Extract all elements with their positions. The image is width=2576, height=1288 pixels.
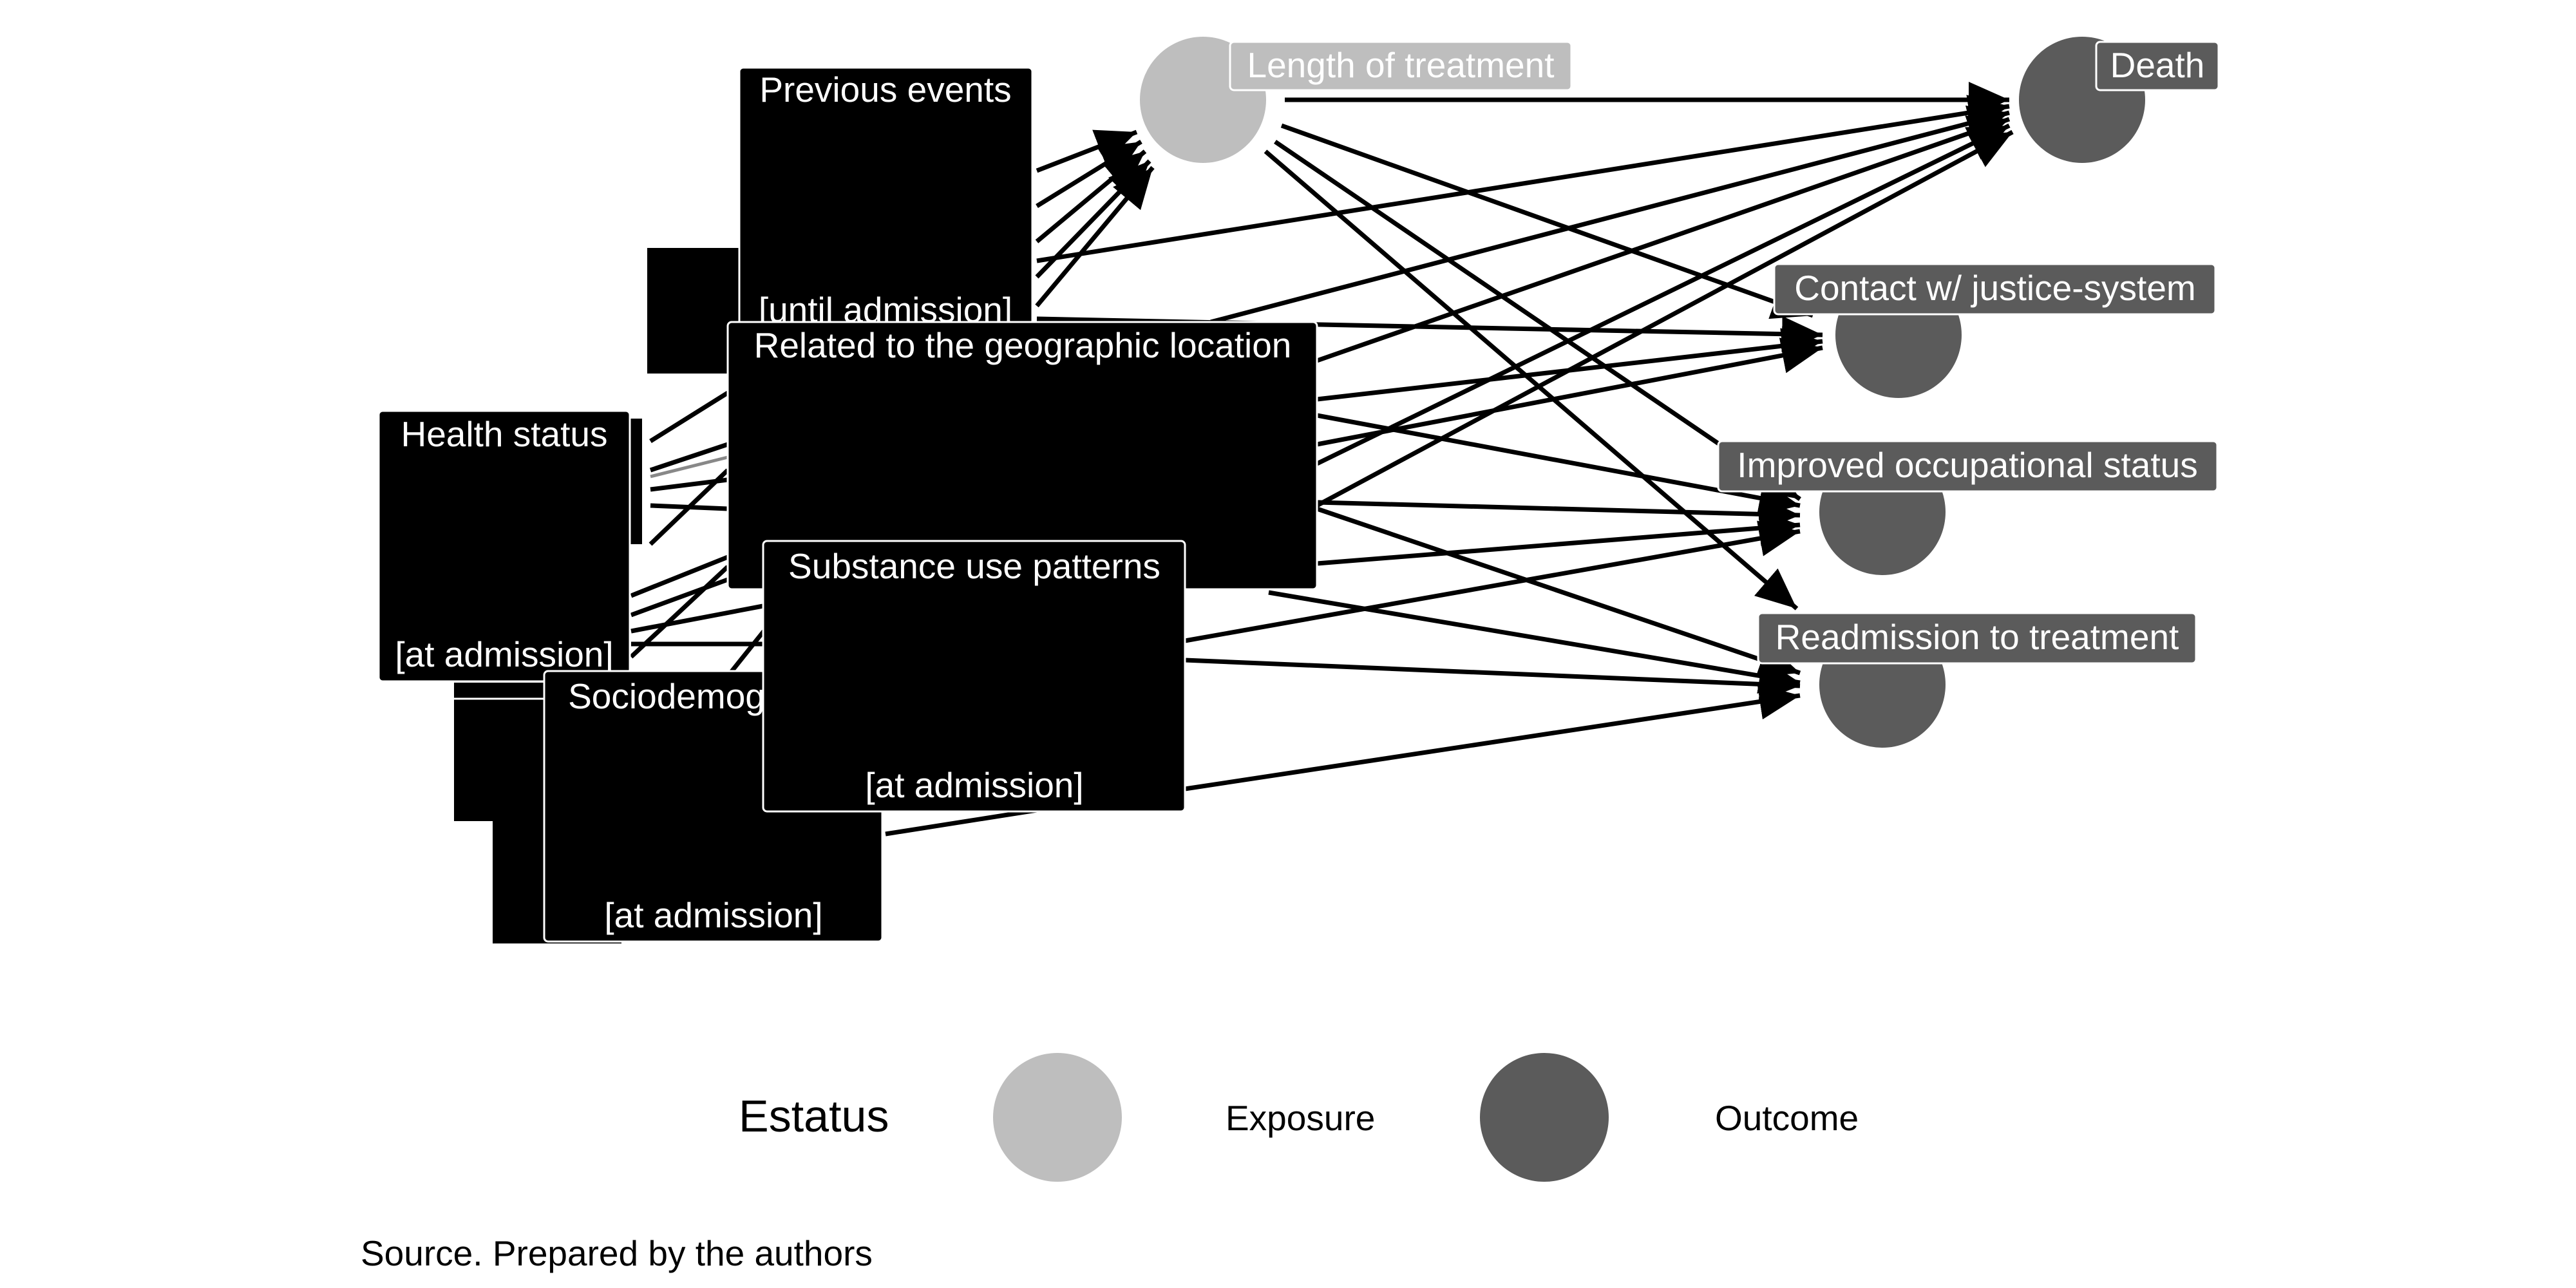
legend-label-exposure: Exposure xyxy=(1226,1098,1375,1138)
edge xyxy=(1184,683,1801,791)
node-health-status: Health status [at admission] xyxy=(377,410,631,683)
edge-grey xyxy=(650,455,728,478)
node-subtitle: [at admission] xyxy=(865,765,1083,805)
edge xyxy=(1036,95,2010,263)
node-title: Health status xyxy=(401,414,607,454)
node-title: Related to the geographic location xyxy=(754,325,1292,365)
edge xyxy=(1036,129,1138,173)
edge xyxy=(1316,337,1823,447)
edge xyxy=(630,603,767,634)
node-title: Substance use patterns xyxy=(788,546,1160,586)
node-death: Death xyxy=(2019,37,2220,163)
edge xyxy=(885,808,1037,837)
legend: Estatus Exposure Outcome xyxy=(739,1053,1859,1182)
node-previous-events: Previous events [until admission] xyxy=(738,66,1034,333)
node-label: Length of treatment xyxy=(1247,45,1555,85)
node-subtitle: [at admission] xyxy=(604,895,822,935)
edge xyxy=(649,468,730,546)
node-title: Previous events xyxy=(759,70,1011,109)
edge xyxy=(630,577,729,618)
edge xyxy=(1316,129,2014,508)
edge xyxy=(629,565,730,659)
edge xyxy=(1316,510,1801,566)
edge xyxy=(1268,590,1801,694)
legend-label-outcome: Outcome xyxy=(1715,1098,1859,1138)
hidden-node-block xyxy=(628,419,642,544)
edge xyxy=(1274,140,1801,501)
node-subtitle: [at admission] xyxy=(395,634,613,674)
edge xyxy=(1184,520,1801,643)
node-occupational-status: Improved occupational status xyxy=(1717,440,2219,575)
source-caption: Source. Prepared by the authors xyxy=(361,1233,873,1273)
legend-swatch-exposure xyxy=(993,1053,1122,1182)
edge xyxy=(1316,496,1801,533)
node-label: Improved occupational status xyxy=(1737,445,2197,485)
node-label: Contact w/ justice-system xyxy=(1794,268,2196,308)
node-readmission: Readmission to treatment xyxy=(1757,612,2197,748)
node-length-of-treatment: Length of treatment xyxy=(1140,37,1573,163)
edge xyxy=(1316,506,1801,677)
edge xyxy=(1316,115,2011,363)
node-label: Readmission to treatment xyxy=(1776,617,2179,657)
edge xyxy=(1280,123,1814,319)
legend-title: Estatus xyxy=(739,1091,889,1141)
edge xyxy=(1184,658,1801,703)
node-substance-use: Substance use patterns [at admission] xyxy=(762,540,1186,813)
edge xyxy=(630,554,729,598)
node-geographic-location: Related to the geographic location xyxy=(726,321,1318,591)
edge xyxy=(1210,105,2010,325)
node-justice-system: Contact w/ justice-system xyxy=(1773,263,2217,398)
edge xyxy=(1316,123,2011,466)
edge xyxy=(649,442,729,473)
edge xyxy=(1035,166,1155,308)
edge xyxy=(649,391,729,443)
node-label: Death xyxy=(2110,45,2205,85)
legend-swatch-outcome xyxy=(1480,1053,1609,1182)
edge xyxy=(726,626,768,678)
node-title: Sociodemog xyxy=(568,676,765,716)
